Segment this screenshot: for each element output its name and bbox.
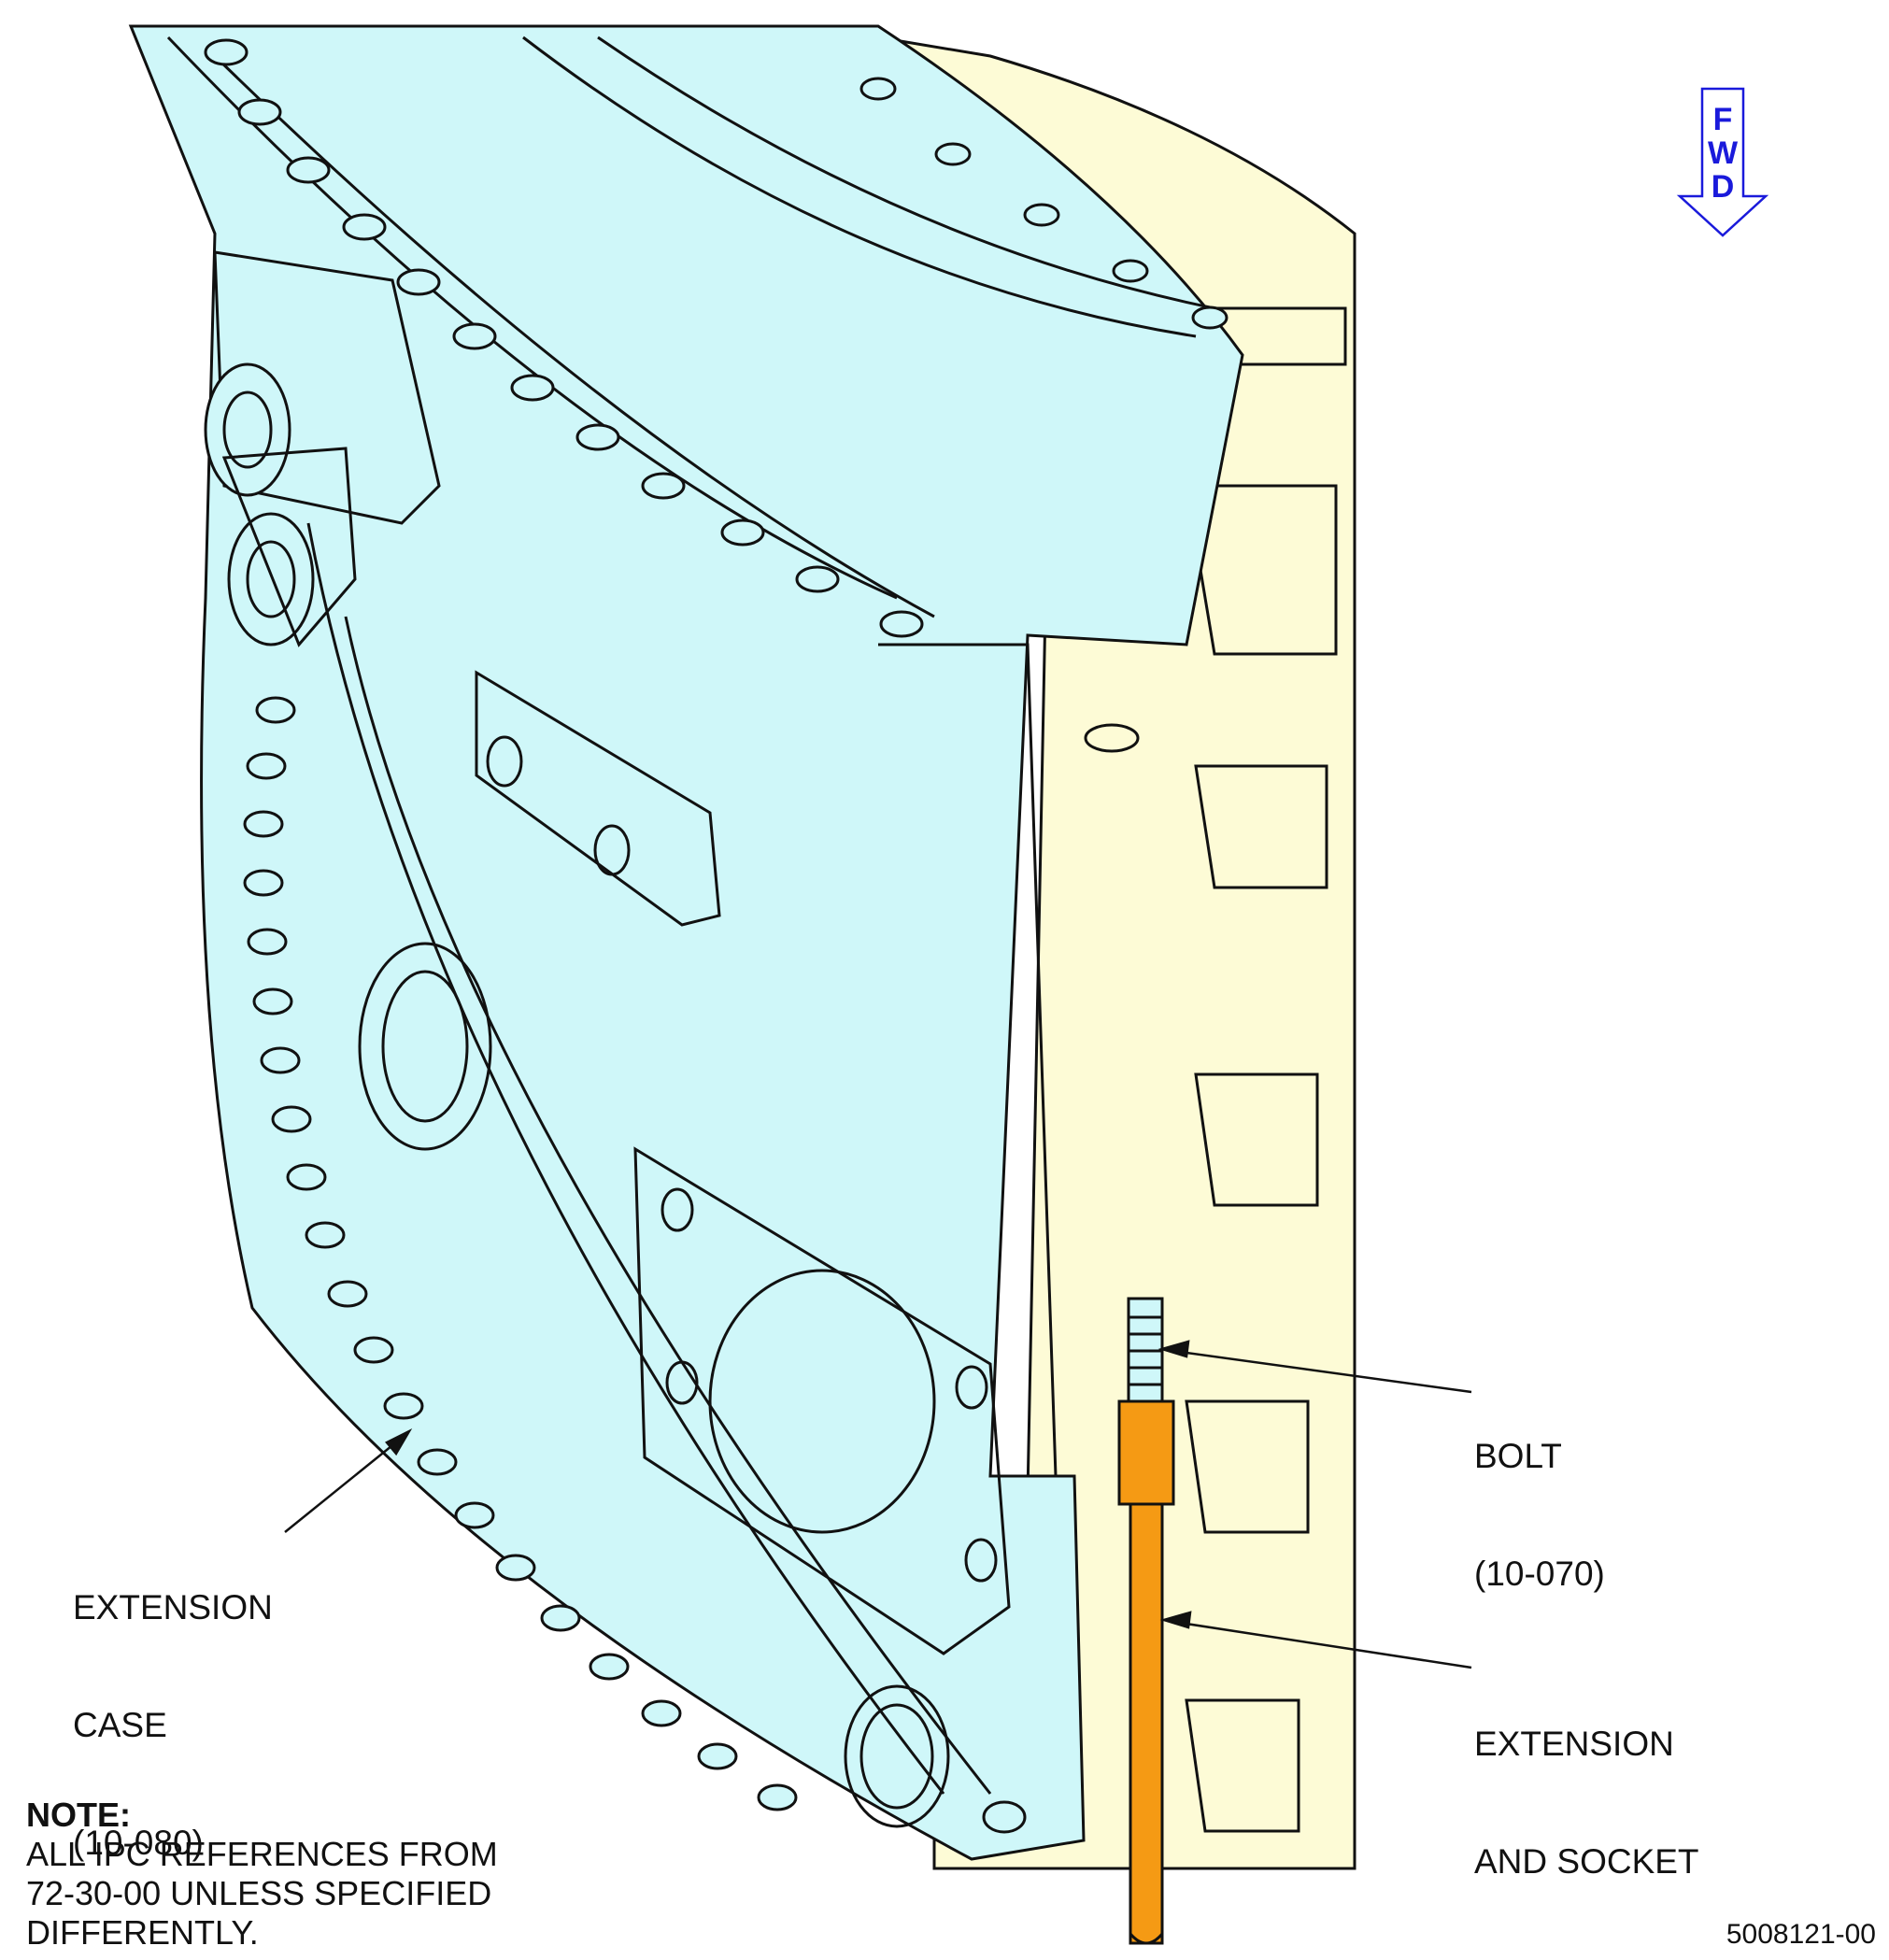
rear-case-section [875,36,1356,1870]
leader-lines [284,1340,1472,1669]
bolt-label: BOLT [1474,1437,1562,1475]
extension-and-socket-tool [1117,1399,1175,1945]
extension-socket-line2: AND SOCKET [1474,1842,1699,1881]
extension-socket-callout: EXTENSION AND SOCKET [1474,1646,1699,1921]
note-heading: NOTE: [26,1796,131,1834]
fwd-indicator: F W D [1702,103,1743,204]
bolt-callout: BOLT (10-070) [1474,1358,1605,1633]
fwd-arrow-icon [1676,87,1769,237]
extension-case-ref: (10-080) [73,1824,204,1862]
fwd-letter-d: D [1711,169,1735,205]
extension-case-line2: CASE [73,1706,167,1744]
note-line-2: 72-30-00 UNLESS SPECIFIED [26,1874,492,1912]
bolt-part [1127,1297,1164,1403]
flange-bolt-holes [204,38,1229,1811]
extension-case-callout: EXTENSION CASE (10-080) [73,1510,273,1902]
note-line-3: DIFFERENTLY. [26,1913,259,1952]
fwd-letter-w: W [1707,135,1739,171]
note-block: NOTE: ALL IPC REFERENCES FROM 72-30-00 U… [26,1796,498,1953]
drawing-number: 5008121-00 [1726,1919,1876,1950]
fwd-letter-f: F [1712,102,1733,137]
bolt-ref: (10-070) [1474,1555,1605,1593]
note-line-1: ALL IPC REFERENCES FROM [26,1835,498,1873]
boss-bolts [204,250,441,647]
extension-socket-line1: EXTENSION [1474,1725,1674,1763]
extension-case-line1: EXTENSION [73,1588,273,1626]
